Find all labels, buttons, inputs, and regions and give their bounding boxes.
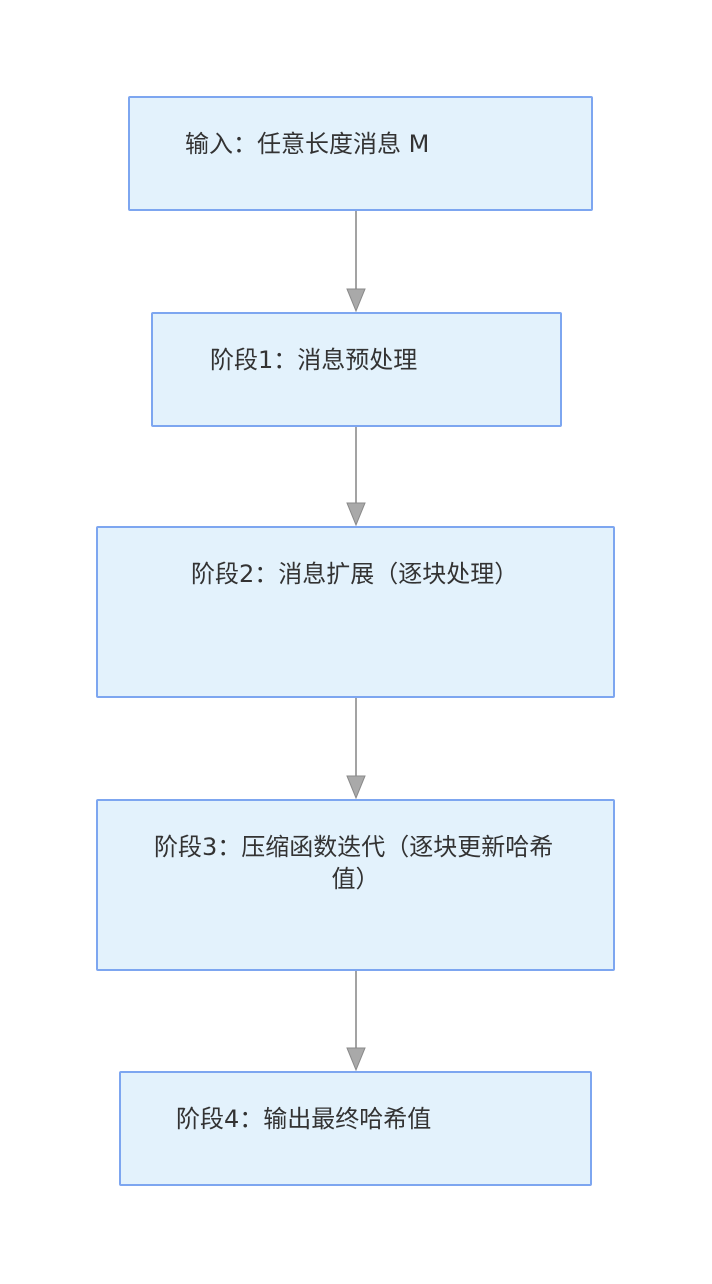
arrow-down-icon bbox=[346, 971, 366, 1071]
node-label: 阶段1：消息预处理 bbox=[210, 346, 418, 374]
flow-node-stage-4: 阶段4：输出最终哈希值 bbox=[119, 1071, 592, 1186]
flow-node-stage-3: 阶段3：压缩函数迭代（逐块更新哈希 值） bbox=[96, 799, 615, 971]
arrow-down-icon bbox=[346, 427, 366, 526]
node-label: 输入：任意长度消息 M bbox=[185, 130, 430, 158]
node-label: 阶段2：消息扩展（逐块处理） bbox=[191, 560, 519, 588]
flow-node-stage-2: 阶段2：消息扩展（逐块处理） bbox=[96, 526, 615, 698]
flow-node-input: 输入：任意长度消息 M bbox=[128, 96, 593, 211]
node-label: 阶段4：输出最终哈希值 bbox=[176, 1105, 432, 1133]
arrow-down-icon bbox=[346, 698, 366, 799]
node-label-line-1: 阶段3：压缩函数迭代（逐块更新哈希 bbox=[154, 833, 554, 861]
flow-node-stage-1: 阶段1：消息预处理 bbox=[151, 312, 562, 427]
node-label-line-2: 值） bbox=[331, 865, 380, 893]
arrow-down-icon bbox=[346, 211, 366, 312]
